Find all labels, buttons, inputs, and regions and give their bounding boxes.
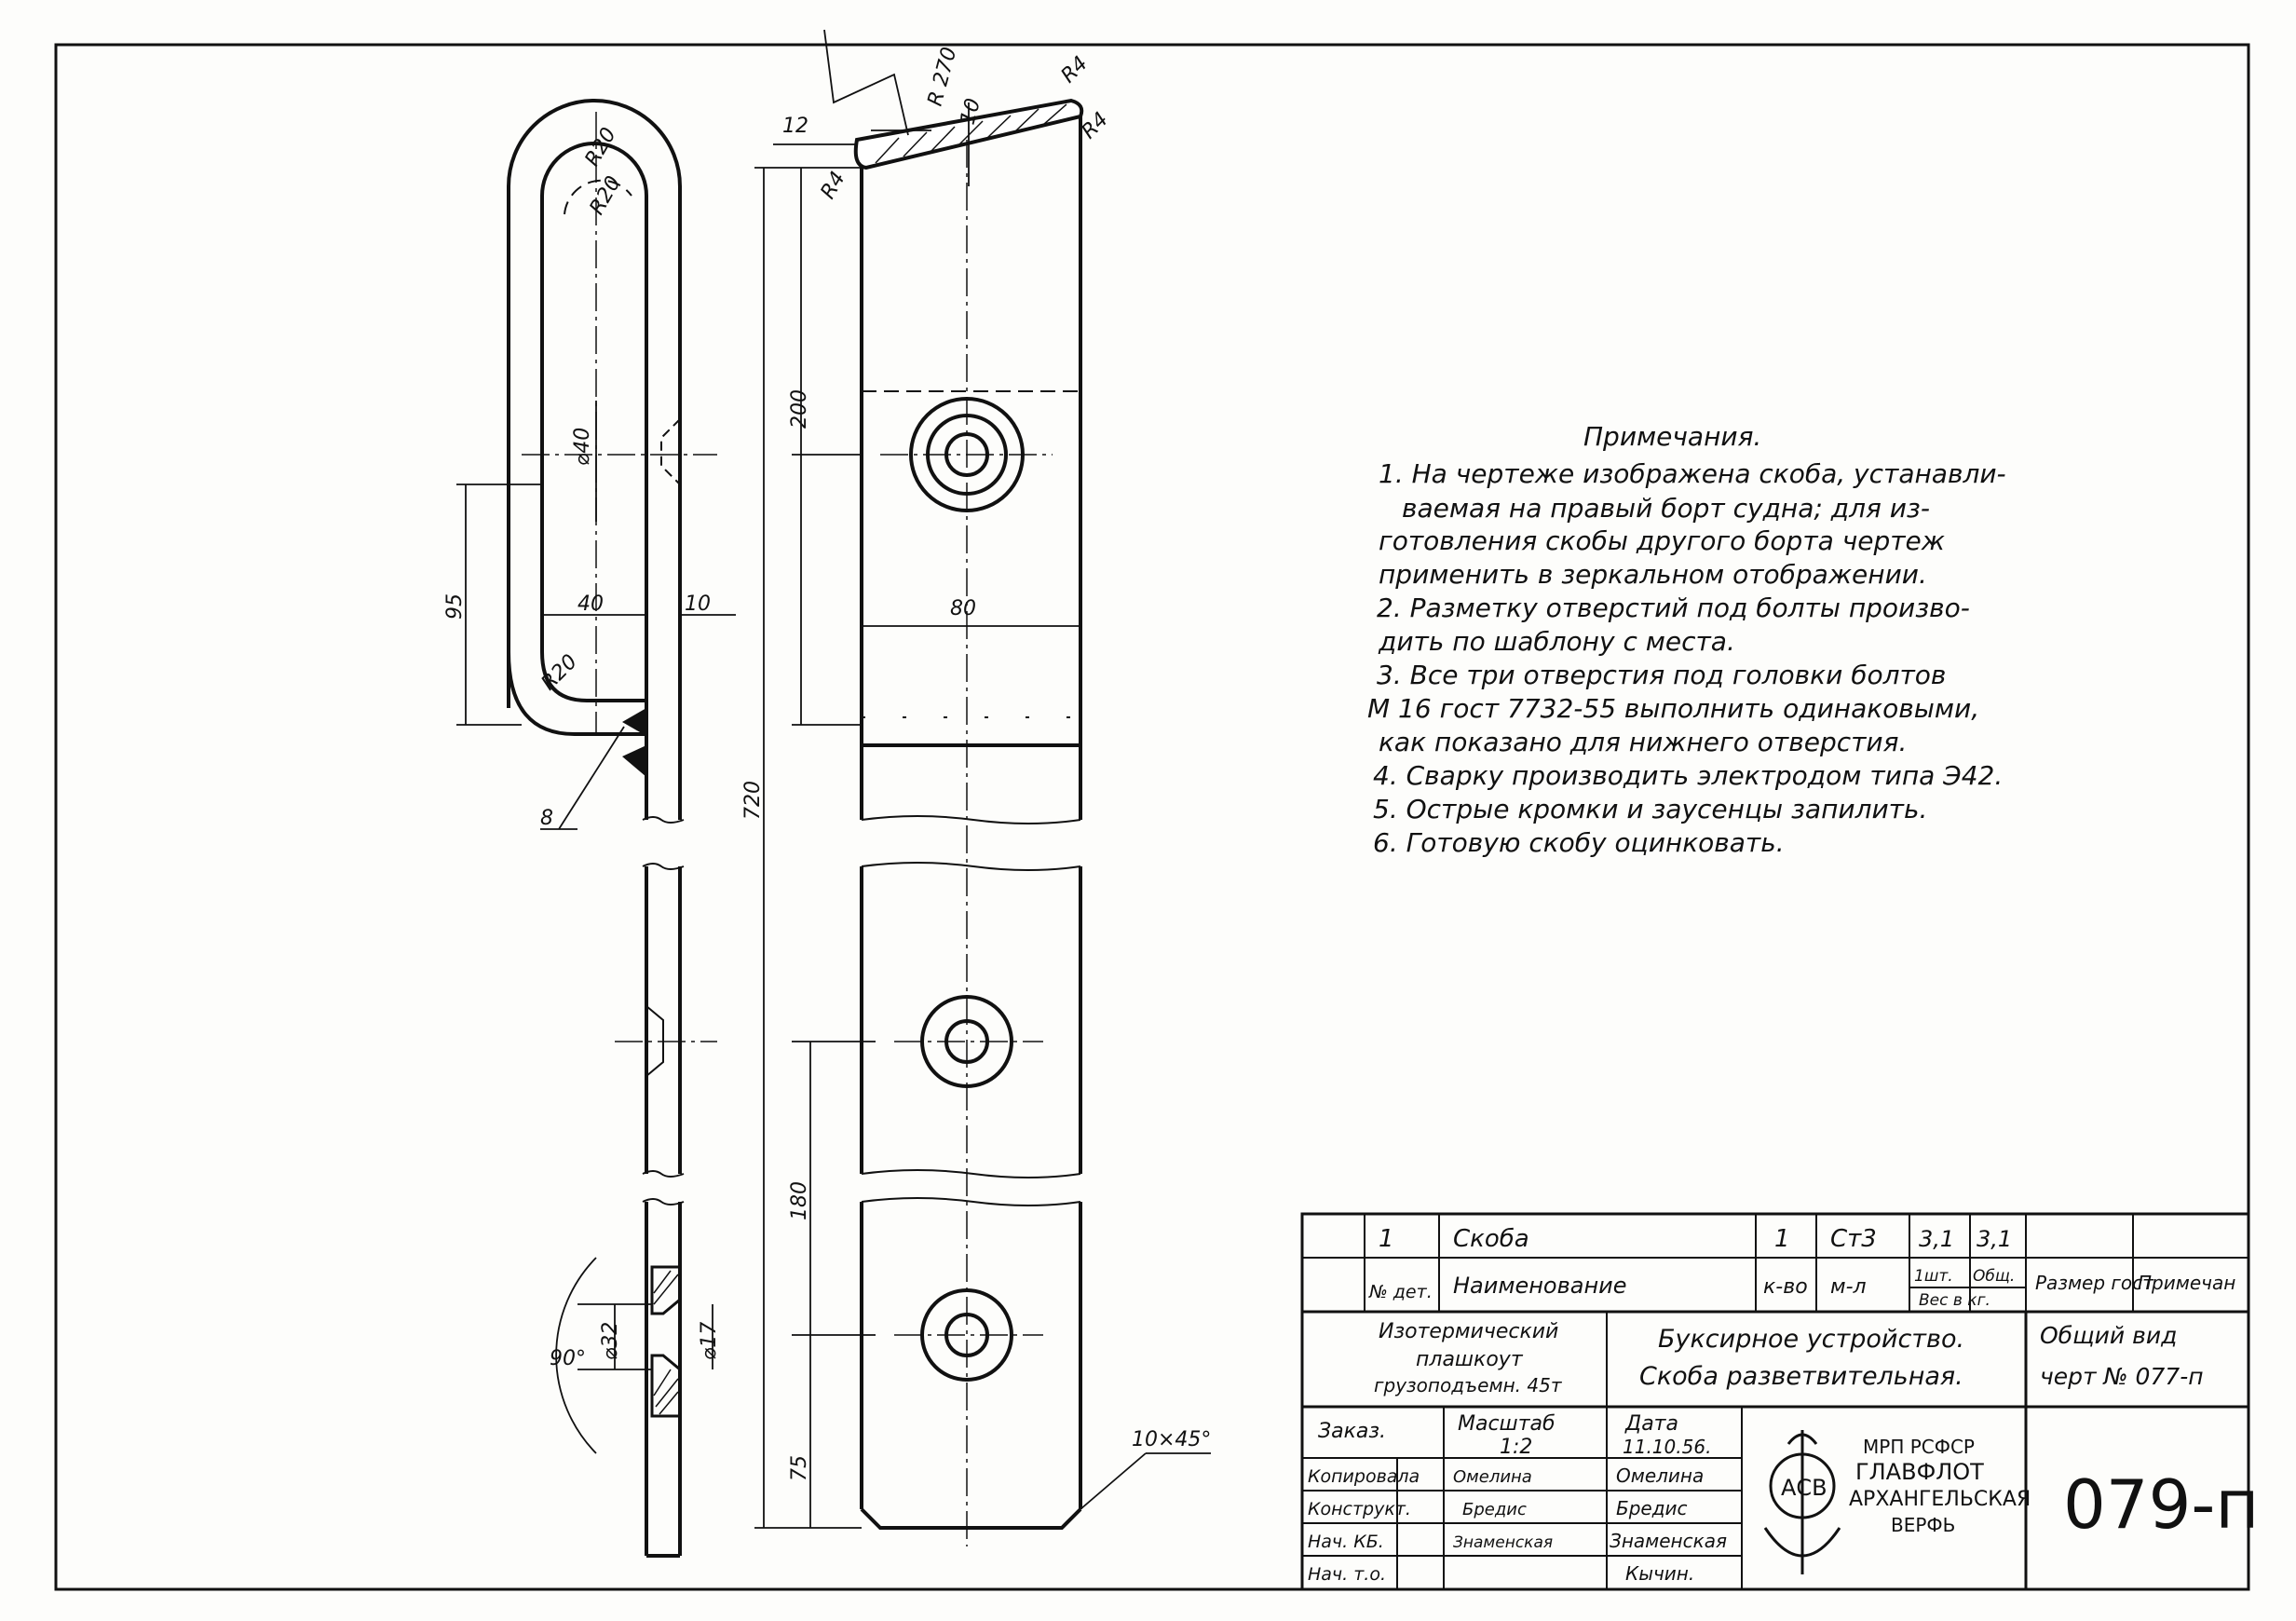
note-line: 2. Разметку отверстий под болты произво-: [1377, 593, 1970, 623]
dim-12: 12: [782, 115, 808, 138]
role-signature: Омелина: [1453, 1467, 1532, 1487]
side-view: [507, 99, 682, 1558]
view-label: Общий вид: [2040, 1322, 2177, 1349]
hidden-line: [564, 179, 632, 215]
dim-720: 720: [741, 781, 765, 820]
scale-value: 1:2: [1500, 1436, 1532, 1459]
org-line: МРП РСФСР: [1863, 1436, 1975, 1458]
notes-title: Примечания.: [1583, 421, 1761, 452]
org-line: ВЕРФЬ: [1891, 1514, 1955, 1536]
role-name: Омелина: [1616, 1464, 1704, 1487]
dim-phi17: ⌀17: [698, 1322, 721, 1360]
front-view-breaks: [861, 390, 1081, 1206]
note-line: как показано для нижнего отверстия.: [1379, 727, 1907, 757]
dim-95: 95: [443, 593, 467, 620]
role-label: Конструкт.: [1308, 1499, 1411, 1519]
note-line: 5. Острые кромки и заусенцы запилить.: [1373, 794, 1927, 824]
side-dim-lines: [456, 401, 736, 1454]
spec-num: 1: [1379, 1225, 1394, 1253]
front-centerlines: [880, 140, 1053, 1546]
spec-header-qty: к-во: [1763, 1275, 1808, 1299]
sheet-frame: [54, 43, 2250, 1591]
side-centerlines: [522, 112, 717, 1042]
note-line: 6. Готовую скобу оцинковать.: [1373, 827, 1785, 858]
hidden-countersink: [660, 418, 681, 485]
dim-10: 10: [685, 593, 711, 616]
top-plate-hatch: [875, 103, 1067, 164]
spec-weight-1: 3,1: [1919, 1226, 1954, 1252]
role-signature: Бредис: [1462, 1500, 1527, 1519]
assembly-subtitle: Скоба разветвительная.: [1639, 1362, 1963, 1391]
order-label: Заказ.: [1318, 1420, 1386, 1443]
spec-header-w2: Общ.: [1973, 1267, 2015, 1286]
spec-header-num: № дет.: [1368, 1282, 1433, 1302]
dim-180: 180: [788, 1181, 811, 1220]
dim-r270: R 270: [924, 45, 962, 109]
note-line: готовления скобы другого борта чертеж: [1379, 525, 1945, 556]
role-label: Копировала: [1308, 1466, 1420, 1487]
spec-weight-total: 3,1: [1977, 1226, 2012, 1252]
spec-header-name: Наименование: [1453, 1273, 1627, 1299]
weld-mark-2: [622, 745, 646, 777]
note-line: ваемая на правый борт судна; для из-: [1402, 493, 1930, 524]
note-line: применить в зеркальном отображении.: [1379, 559, 1927, 590]
assembly-title: Буксирное устройство.: [1658, 1325, 1964, 1354]
dim-40: 40: [577, 593, 604, 616]
dim-phi40: ⌀40: [571, 428, 594, 466]
spec-header-size: Размер гост: [2035, 1272, 2154, 1294]
dim-chamfer: 10×45°: [1132, 1428, 1211, 1451]
spec-header-note: Примечан: [2138, 1272, 2235, 1294]
dim-phi32: ⌀32: [599, 1322, 622, 1360]
dim-80: 80: [950, 597, 976, 620]
logo-letters: АСВ: [1781, 1475, 1827, 1501]
note-line: 4. Сварку производить электродом типа Э4…: [1373, 760, 2003, 791]
vessel-line: Изотермический: [1379, 1320, 1558, 1343]
role-name: Бредис: [1616, 1497, 1688, 1519]
note-line: 3. Все три отверстия под головки болтов: [1377, 660, 1946, 690]
shipyard-logo: [1763, 1430, 1841, 1574]
date-value: 11.10.56.: [1623, 1436, 1711, 1458]
spec-qty: 1: [1774, 1225, 1790, 1253]
dim-r4-a: R4: [1057, 52, 1093, 88]
note-line: 1. На чертеже изображена скоба, устанавл…: [1379, 458, 2006, 489]
date-label: Дата: [1624, 1412, 1678, 1436]
weld-mark-1: [622, 708, 646, 736]
view-ref: черт № 077-п: [2040, 1363, 2204, 1390]
dim-angle: 90°: [550, 1347, 586, 1370]
dim-r4-c: R4: [817, 168, 850, 203]
side-view-breaks: [642, 816, 685, 1206]
vessel-line: плашкоут: [1416, 1348, 1524, 1371]
note-line: дить по шаблону с места.: [1378, 626, 1735, 657]
role-label: Нач. т.о.: [1308, 1564, 1386, 1585]
spec-material: Ст3: [1830, 1225, 1877, 1253]
dim-r20-b: R20: [586, 172, 626, 219]
vessel-line: грузоподъемн. 45т: [1374, 1374, 1563, 1396]
notes-block: Примечания. 1. На чертеже изображена ско…: [1367, 421, 2006, 858]
spec-header-weight: Вес в кг.: [1919, 1291, 1990, 1310]
role-label: Нач. КБ.: [1308, 1532, 1384, 1552]
role-signature: Знаменская: [1453, 1533, 1553, 1552]
spec-header-material: м-л: [1830, 1275, 1867, 1299]
front-dim-lines: [754, 29, 1211, 1529]
note-line: М 16 гост 7732-55 выполнить одинаковыми,: [1367, 693, 1979, 724]
dim-75: 75: [788, 1455, 811, 1481]
org-line: АРХАНГЕЛЬСКАЯ: [1849, 1488, 2031, 1511]
drawing-number: 079-п: [2063, 1465, 2259, 1544]
role-name: Знаменская: [1610, 1530, 1727, 1552]
spec-header-w1: 1шт.: [1914, 1267, 1953, 1286]
role-name: Кычин.: [1625, 1562, 1694, 1585]
org-line: ГЛАВФЛОТ: [1855, 1459, 1984, 1485]
dim-8: 8: [540, 807, 553, 830]
spec-name: Скоба: [1453, 1225, 1529, 1253]
scale-label: Масштаб: [1458, 1412, 1556, 1436]
dim-200: 200: [788, 389, 811, 429]
section-detail: [650, 1265, 682, 1418]
title-block: [1300, 1212, 2250, 1591]
